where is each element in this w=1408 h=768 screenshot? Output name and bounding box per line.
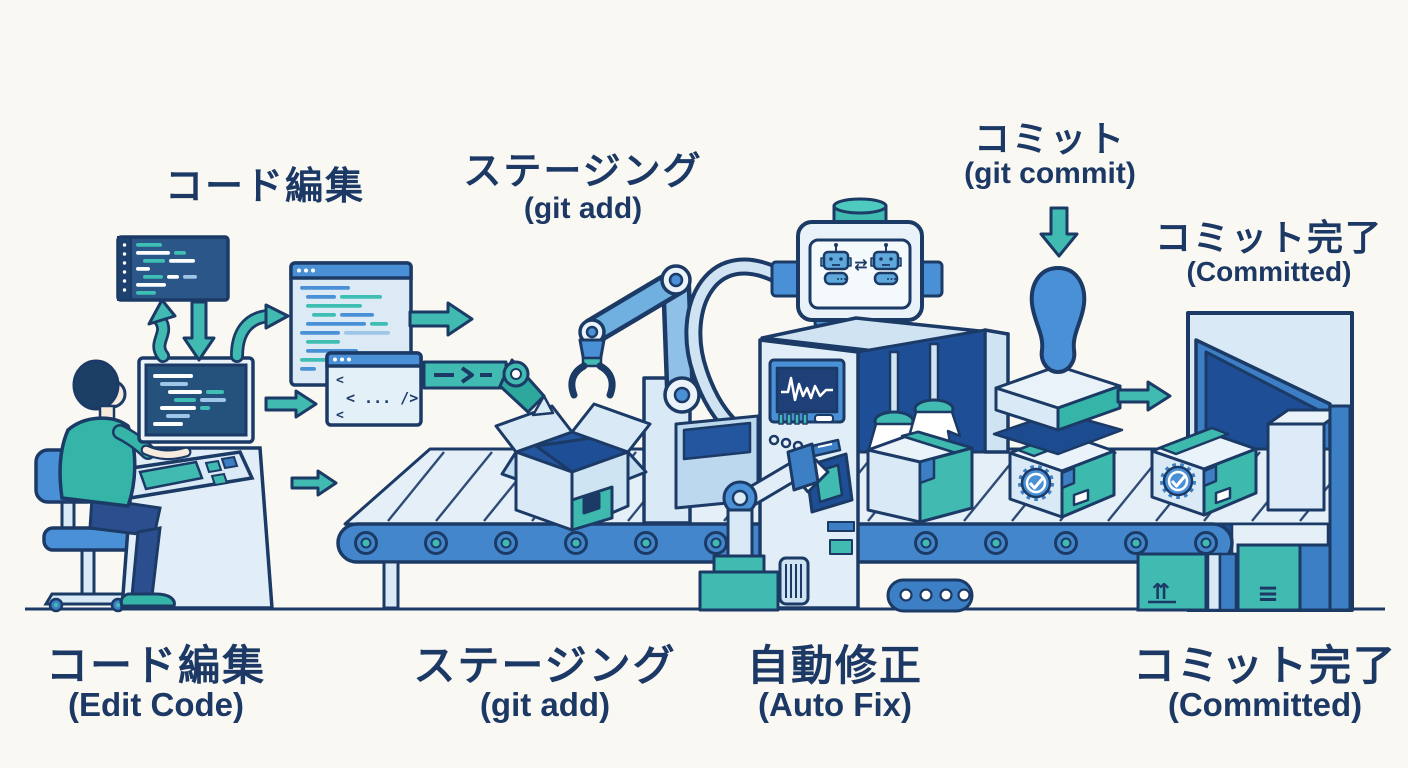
storage-crates: ⇈ ≡ (1136, 543, 1332, 612)
developer-figure (58, 359, 192, 608)
shipping-lines-icon: ≡ (1257, 579, 1279, 609)
box-under-brushes (866, 430, 974, 524)
stage-label-bottom-autofix: 自動修正 (Auto Fix) (746, 642, 924, 724)
desk-keyboard (138, 460, 204, 491)
stage-label-en: (Auto Fix) (758, 686, 912, 724)
stage-label-bottom-staging: ステージング (git add) (413, 642, 677, 724)
flow-arrow-to-snippet (264, 389, 318, 419)
stage-label-en: (git commit) (964, 156, 1136, 190)
flow-arrow-to-conveyor (290, 469, 338, 497)
doorway-right-frame (1328, 404, 1352, 612)
machine-buttons (768, 434, 855, 555)
sync-arrows (147, 298, 290, 363)
swap-icon: ⇄ (854, 255, 867, 274)
stage-label-en: (Committed) (1186, 255, 1352, 287)
stage-label-jp: コミット (973, 118, 1126, 159)
stage-label-en: (git add) (523, 191, 643, 225)
developer-hair (72, 359, 120, 411)
staging-open-box (494, 402, 652, 532)
code-editor-window (116, 235, 230, 302)
down-arrow (182, 300, 216, 362)
robot-face-right (870, 243, 902, 286)
sealed-box-2 (1150, 426, 1258, 517)
snippet-line-1: < (336, 373, 344, 388)
snippet-line-3: < (336, 408, 344, 423)
stage-label-jp: コード編集 (45, 642, 267, 689)
conveyor-rollers (354, 531, 1218, 555)
tank-tread (886, 578, 974, 613)
waveform-monitor (768, 358, 846, 425)
stage-label-jp: ステージング (413, 642, 677, 689)
flow-arrow-to-staging (408, 301, 474, 337)
machine-head-cap (832, 197, 888, 226)
stage-label-top-staging: ステージング (git add) (463, 151, 703, 225)
stage-label-jp: コミット完了 (1132, 642, 1398, 689)
developer-torso (58, 416, 137, 508)
stage-label-jp: 自動修正 (746, 642, 924, 689)
stage-label-top-commit: コミット (git commit) (964, 120, 1136, 189)
machine-vent (778, 556, 810, 606)
stage-label-en: (git add) (479, 686, 611, 724)
stage-label-jp: コミット完了 (1154, 217, 1384, 258)
stage-label-jp: コード編集 (164, 166, 366, 208)
stage-label-bottom-committed: コミット完了 (Committed) (1132, 642, 1398, 724)
flow-arrow-to-doorway (1116, 380, 1172, 412)
developer-shoe (119, 592, 176, 608)
approval-stamp (992, 266, 1124, 456)
snippet-line-2: < ... /> (346, 389, 418, 407)
piston-arm (698, 442, 820, 612)
committed-box (1266, 408, 1346, 512)
stage-label-top-committed: コミット完了 (Committed) (1155, 219, 1383, 286)
stage-label-bottom-edit: コード編集 (Edit Code) (45, 642, 267, 724)
stage-label-jp: ステージング (463, 151, 703, 193)
stamp-down-arrow (1039, 206, 1079, 258)
stage-label-en: (Committed) (1167, 686, 1363, 724)
robot-face-left (820, 243, 852, 286)
this-side-up-icon: ⇈ (1152, 580, 1170, 605)
machine-ear-left (770, 260, 802, 298)
stage-label-en: (Edit Code) (68, 686, 244, 724)
code-snippet-window: < < ... /> < (325, 351, 423, 427)
stage-label-top-edit: コード編集 (164, 166, 366, 208)
autofix-machine: ⇄ (674, 197, 1010, 612)
injector-arm (422, 358, 555, 417)
conveyor-leg (382, 560, 400, 610)
